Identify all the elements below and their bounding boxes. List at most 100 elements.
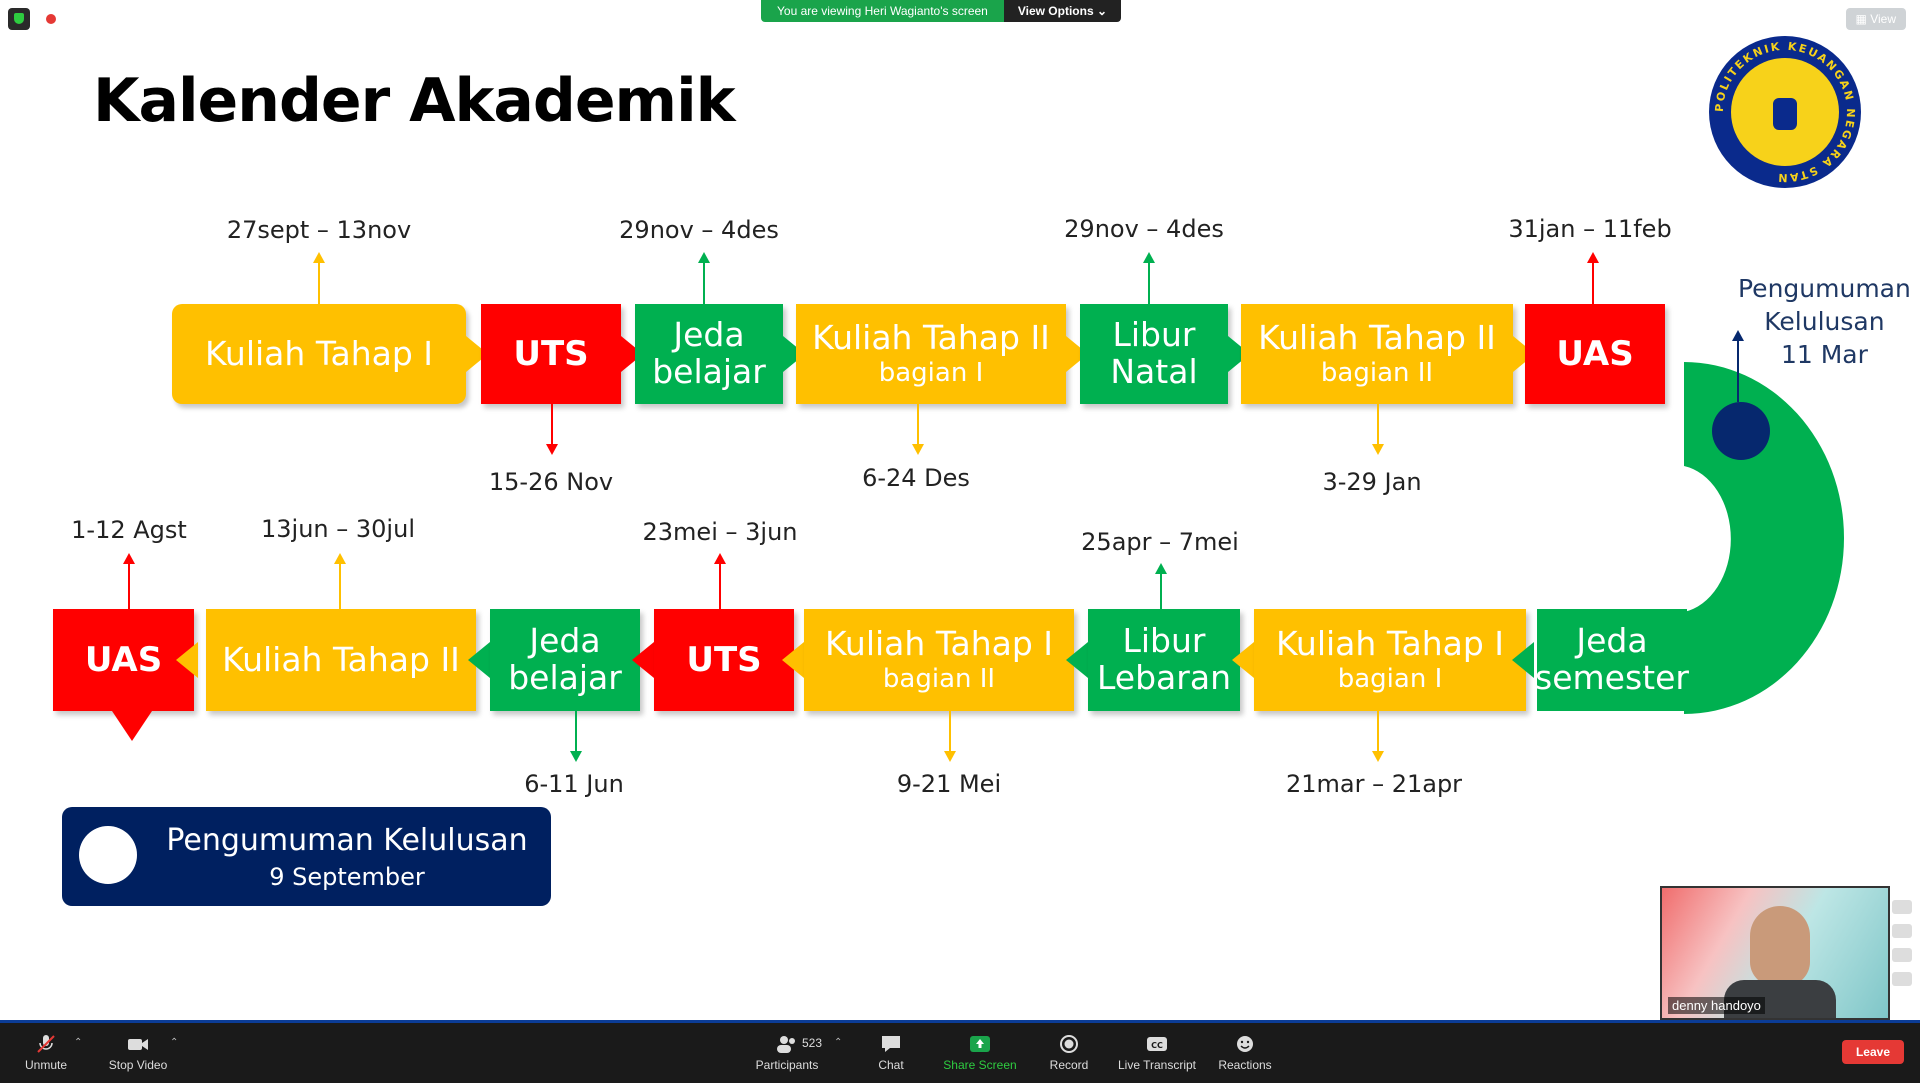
date-label: 29nov – 4des [619,216,779,244]
share-screen-button[interactable]: Share Screen [940,1034,1020,1072]
callout-line [719,563,721,609]
camera-icon[interactable] [1892,900,1912,914]
arrow-down-icon [546,444,558,455]
arrow-up-icon [123,553,135,564]
video-icon[interactable] [1892,924,1912,938]
callout-line [1737,340,1739,402]
callout-line [318,262,320,304]
callout-line [339,563,341,609]
date-label: 6-11 Jun [524,770,624,798]
timeline-block-jeda-semester: Jeda semester [1535,609,1689,711]
unmute-label: Unmute [24,1058,68,1072]
gallery-icon[interactable] [1892,948,1912,962]
block-sublabel: Lebaran [1097,658,1231,697]
reactions-button[interactable]: Reactions [1214,1034,1276,1072]
block-label: Jeda [1576,621,1648,661]
timeline-block-uts: UTS [654,609,794,711]
participant-name: denny handoyo [1668,997,1765,1014]
arrow-down-pointer [112,711,152,741]
block-sublabel: bagian II [1320,357,1434,388]
timeline-block-kuliah-tahap-1-bagian-2: Kuliah Tahap I bagian II [804,609,1074,711]
timeline-block-uas: UAS [1525,304,1665,404]
timeline-block-kuliah-tahap-2-bagian-1: Kuliah Tahap II bagian I [796,304,1066,404]
record-button[interactable]: Record [1044,1034,1094,1072]
date-label: 31jan – 11feb [1508,215,1672,243]
video-side-toolbar [1888,890,1916,1020]
shield-icon[interactable] [8,8,30,30]
callout-line [917,404,919,446]
video-camera-icon [127,1034,149,1054]
date-label: 6-24 Des [862,464,970,492]
date-label: 25apr – 7mei [1081,528,1239,556]
announcement-line: Kelulusan [1764,307,1885,336]
announcement-circle [79,826,137,884]
timeline-block-kuliah-tahap-1: Kuliah Tahap I [172,304,466,404]
participants-chevron-icon[interactable]: ⌃ [834,1037,843,1048]
live-transcript-label: Live Transcript [1117,1058,1197,1072]
block-sublabel: belajar [508,658,622,697]
unmute-button[interactable]: Unmute [18,1034,74,1072]
block-sublabel: semester [1535,658,1689,697]
block-sublabel: bagian I [1337,663,1443,694]
block-label: Jeda [529,621,601,661]
date-label: 13jun – 30jul [261,515,415,543]
chat-button[interactable]: Chat [866,1034,916,1072]
arrow-connector [1066,642,1088,678]
callout-line [551,404,553,446]
date-label: 3-29 Jan [1322,468,1422,496]
participant-count: 523 [802,1036,823,1050]
participant-video-tile[interactable]: denny handoyo [1660,886,1890,1020]
timeline-block-libur-lebaran: Libur Lebaran [1088,609,1240,711]
block-label: Kuliah Tahap I [1275,623,1505,663]
block-label: Kuliah Tahap I [824,623,1054,663]
callout-line [128,563,130,609]
arrow-connector [1512,642,1534,678]
arrow-connector [782,642,804,678]
audio-options-chevron-icon[interactable]: ⌃ [74,1037,83,1048]
video-options-chevron-icon[interactable]: ⌃ [170,1037,179,1048]
block-label: UTS [513,333,589,374]
share-screen-icon [969,1034,991,1054]
block-label: Kuliah Tahap II [222,639,460,679]
arrow-down-icon [912,444,924,455]
timeline-block-libur-natal: Libur Natal [1080,304,1228,404]
view-button-label: View [1870,12,1896,26]
arrow-down-icon [570,751,582,762]
callout-line [1592,262,1594,304]
view-options-button[interactable]: View Options ⌄ [1003,0,1122,22]
arrow-up-icon [1587,252,1599,263]
arrow-down-icon [1372,444,1384,455]
arrow-connector [632,642,654,678]
callout-line [575,711,577,753]
stop-video-button[interactable]: Stop Video [104,1034,172,1072]
arrow-down-icon [1372,751,1384,762]
block-label: Libur [1122,621,1206,661]
timeline-block-kuliah-tahap-1-bagian-1: Kuliah Tahap I bagian I [1254,609,1526,711]
leave-button[interactable]: Leave [1841,1040,1904,1064]
arrow-up-icon [1143,252,1155,263]
arrow-connector [176,642,198,678]
graduation-marker-dot [1712,402,1770,460]
date-label: 29nov – 4des [1064,215,1224,243]
meeting-toolbar [0,1020,1920,1083]
participants-label: Participants [755,1058,819,1072]
participants-button[interactable]: Participants [750,1034,824,1072]
live-transcript-button[interactable]: CC Live Transcript [1112,1034,1202,1072]
settings-icon[interactable] [1892,972,1912,986]
logo-wings-icon [1731,58,1839,166]
callout-line [1148,262,1150,304]
timeline-block-kuliah-tahap-2-bagian-2: Kuliah Tahap II bagian II [1241,304,1513,404]
block-label: UAS [1556,333,1634,374]
callout-line [1377,711,1379,753]
block-label: Kuliah Tahap II [812,317,1050,357]
block-sublabel: Natal [1110,352,1198,391]
participants-icon [776,1034,798,1054]
date-label: 9-21 Mei [896,770,1002,798]
smiley-icon [1234,1034,1256,1054]
arrow-up-icon [334,553,346,564]
timeline-block-jeda-belajar: Jeda belajar [635,304,783,404]
svg-text:CC: CC [1151,1041,1163,1050]
view-button[interactable]: ▦ View [1845,8,1906,30]
slide-title: Kalender Akademik [93,66,736,136]
reactions-label: Reactions [1218,1058,1272,1072]
